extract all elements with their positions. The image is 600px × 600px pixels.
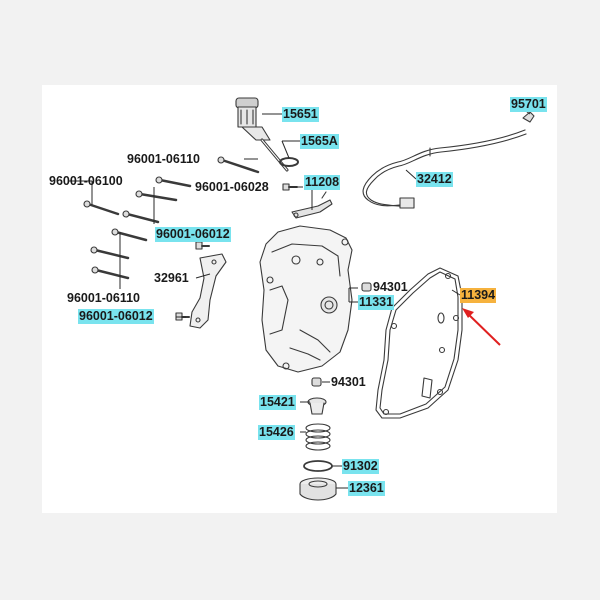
part-label-11394[interactable]: 11394 <box>460 288 497 303</box>
o-ring-part-lower <box>303 460 333 472</box>
cover-plate-part <box>189 253 227 329</box>
part-label-11208[interactable]: 11208 <box>304 175 341 190</box>
part-label-96001-06110-top[interactable]: 96001-06110 <box>127 152 200 166</box>
part-label-1565a[interactable]: 1565A <box>300 134 339 149</box>
part-label-96001-06110-bottom[interactable]: 96001-06110 <box>67 291 140 305</box>
part-label-15651[interactable]: 15651 <box>282 107 319 122</box>
screw-part <box>195 241 210 250</box>
part-label-15426[interactable]: 15426 <box>258 425 295 440</box>
part-label-96001-06028[interactable]: 96001-06028 <box>195 180 269 194</box>
crankcase-cover-part <box>259 225 353 373</box>
part-label-96001-06100[interactable]: 96001-06100 <box>49 174 123 188</box>
hose-part <box>362 111 535 209</box>
part-label-91302[interactable]: 91302 <box>342 459 379 474</box>
part-label-15421[interactable]: 15421 <box>259 395 296 410</box>
dowel-pin-part-lower <box>311 377 322 387</box>
pointer-arrow-icon <box>462 308 501 346</box>
dipstick-part <box>235 97 289 172</box>
spring-part <box>305 423 331 451</box>
drain-plug-part <box>299 477 337 501</box>
part-label-94301-b[interactable]: 94301 <box>331 375 366 389</box>
bolt-cluster <box>83 176 192 280</box>
part-label-11331[interactable]: 11331 <box>358 295 395 310</box>
o-ring-part <box>279 157 299 167</box>
part-label-12361[interactable]: 12361 <box>348 481 385 496</box>
dowel-pin-part <box>361 282 372 292</box>
cap-part <box>307 397 327 415</box>
part-label-96001-06012-a[interactable]: 96001-06012 <box>155 227 231 242</box>
bolt-part <box>217 156 260 174</box>
part-label-32961[interactable]: 32961 <box>154 271 189 285</box>
part-label-96001-06012-b[interactable]: 96001-06012 <box>78 309 154 324</box>
gasket-part <box>375 267 463 419</box>
part-label-95701[interactable]: 95701 <box>510 97 547 112</box>
leader-lines <box>68 103 531 489</box>
part-label-32412[interactable]: 32412 <box>416 172 453 187</box>
part-label-94301-a[interactable]: 94301 <box>373 280 408 294</box>
